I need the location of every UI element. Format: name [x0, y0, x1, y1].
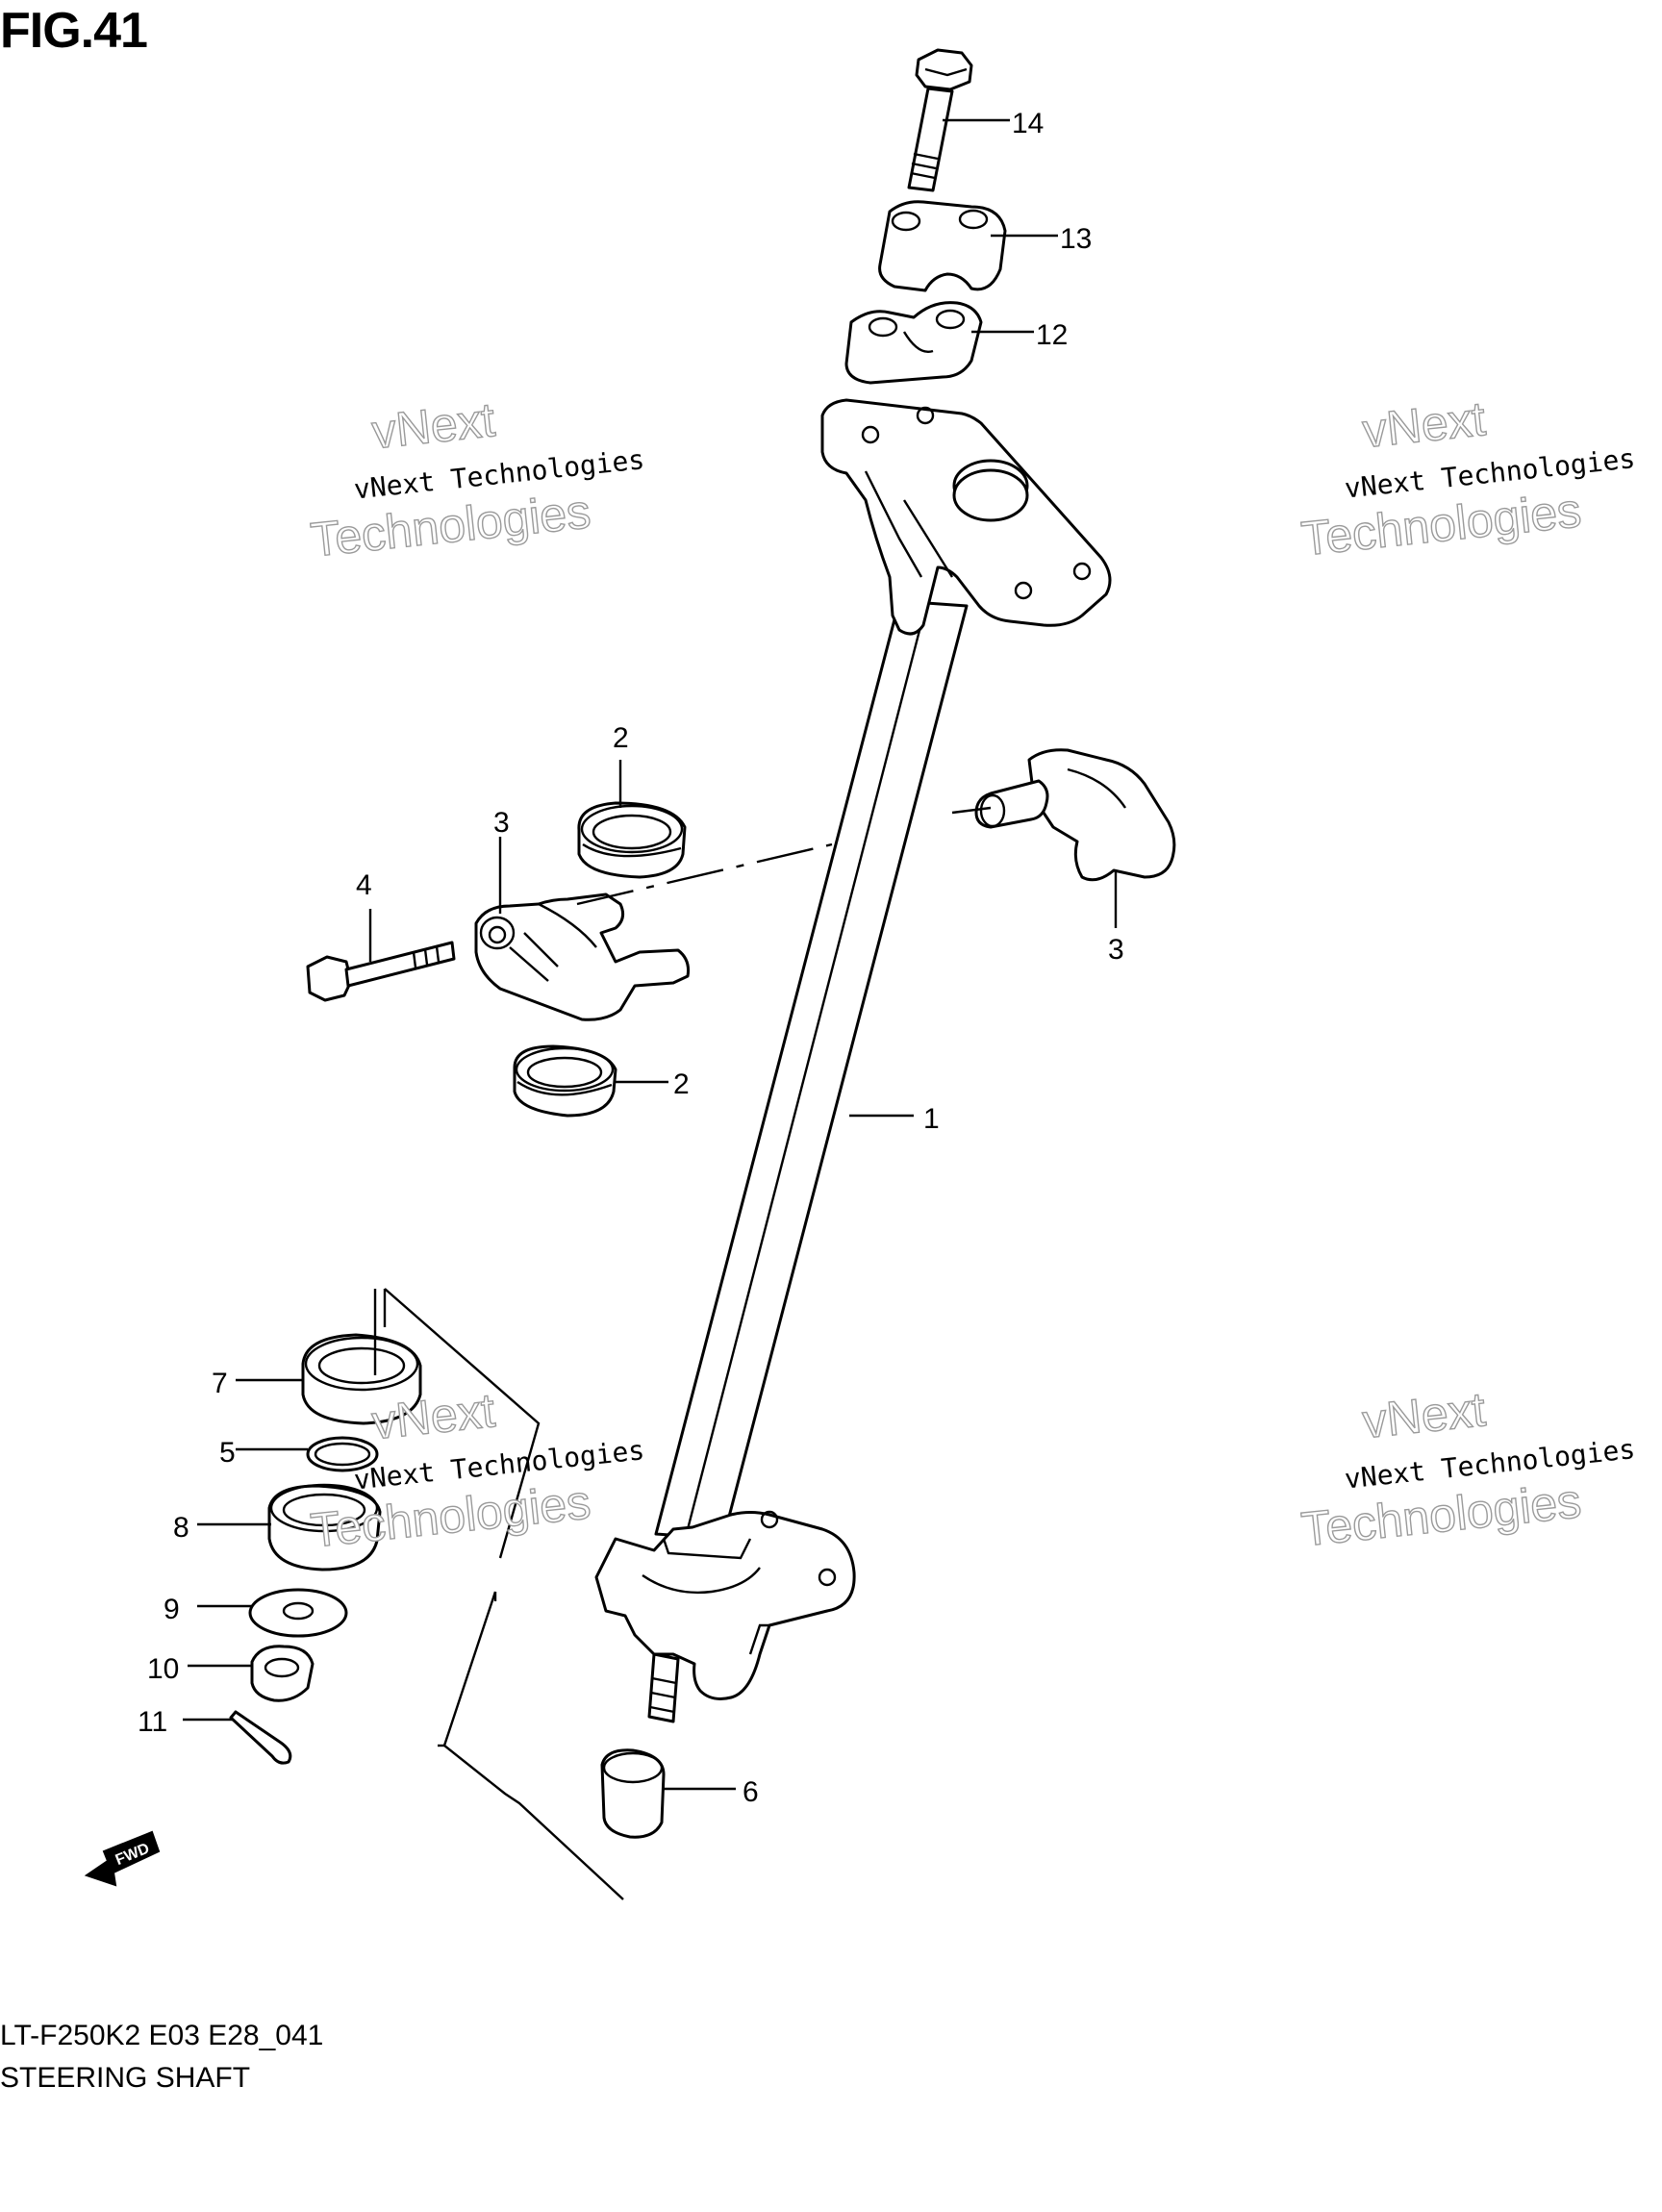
sub-assembly-outline — [383, 1288, 624, 1900]
svg-text:Technologies: Technologies — [308, 484, 592, 566]
watermark-2: vNext Technologies vNext Technologies — [1298, 390, 1637, 566]
bushing-2-lower[interactable] — [513, 1044, 617, 1118]
svg-text:Technologies: Technologies — [1298, 483, 1583, 566]
shaft-holder-3-left[interactable] — [474, 892, 690, 1021]
bearing-8[interactable] — [267, 1483, 382, 1571]
o-ring-5[interactable] — [306, 1436, 379, 1472]
nut-10[interactable] — [250, 1645, 315, 1702]
callout-3-left: 3 — [493, 807, 510, 839]
forward-arrow-icon: FWD — [84, 1830, 161, 1887]
leader-lines — [183, 118, 1118, 1791]
callout-3-right: 3 — [1108, 934, 1124, 966]
figure-code: LT-F250K2 E03 E28_041 — [0, 2020, 324, 2051]
callout-14: 14 — [1012, 108, 1044, 139]
callout-9: 9 — [164, 1594, 180, 1625]
figure-name: STEERING SHAFT — [0, 2062, 251, 2094]
washer-9[interactable] — [248, 1588, 348, 1638]
callout-2-upper: 2 — [613, 722, 629, 754]
callout-11: 11 — [138, 1706, 167, 1738]
callout-2-lower: 2 — [673, 1068, 690, 1100]
svg-text:vNext: vNext — [369, 1383, 497, 1449]
callout-4: 4 — [356, 869, 372, 901]
handlebar-holder-13[interactable] — [878, 200, 1007, 292]
handlebar-holder-12[interactable] — [844, 301, 983, 385]
bolt-14[interactable] — [907, 48, 973, 192]
bolt-4[interactable] — [306, 941, 456, 1002]
oil-seal-7[interactable] — [301, 1333, 422, 1425]
callout-7: 7 — [212, 1368, 228, 1399]
svg-text:vNext: vNext — [369, 392, 497, 459]
bushing-6[interactable] — [600, 1748, 666, 1839]
callout-10: 10 — [147, 1653, 179, 1685]
watermark-4: vNext Technologies vNext Technologies — [1298, 1381, 1637, 1557]
callout-8: 8 — [173, 1512, 189, 1544]
callout-5: 5 — [219, 1437, 236, 1469]
callout-13: 13 — [1060, 223, 1092, 255]
watermark-1: vNext Technologies vNext Technologies — [308, 392, 646, 568]
svg-text:vNext: vNext — [1360, 391, 1488, 458]
callout-6: 6 — [743, 1776, 759, 1808]
bushing-2-upper[interactable] — [577, 801, 687, 879]
svg-text:vNext: vNext — [1360, 1382, 1488, 1448]
shaft-holder-3-right[interactable] — [974, 748, 1176, 882]
figure-title: FIG.41 — [0, 3, 148, 59]
callout-labels: 14 13 12 2 3 3 4 2 1 7 5 8 9 10 11 6 — [138, 108, 1124, 1808]
steering-shaft[interactable] — [594, 398, 1112, 1723]
svg-text:Technologies: Technologies — [1298, 1473, 1583, 1556]
callout-1: 1 — [923, 1103, 940, 1135]
callout-12: 12 — [1036, 319, 1068, 351]
cotter-pin-11[interactable] — [229, 1710, 292, 1765]
